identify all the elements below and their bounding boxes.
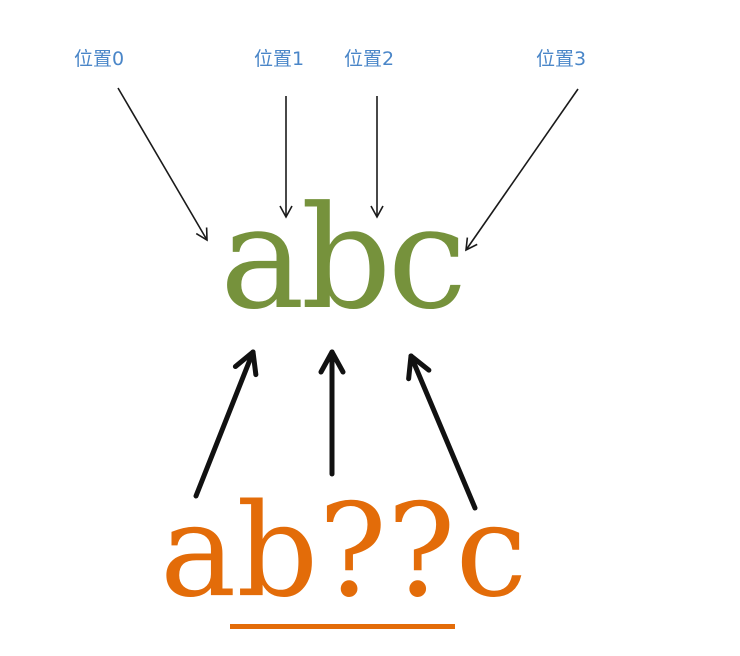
position-label-3: 位置3 (536, 48, 587, 70)
original-string: abc (220, 176, 467, 341)
thick-arrow-icon (193, 349, 259, 499)
expanded-string: ab??c (160, 477, 528, 626)
arrow-icon (117, 87, 208, 242)
position-label-2: 位置2 (344, 48, 395, 70)
underline-bar (230, 624, 455, 629)
position-label-0: 位置0 (74, 48, 125, 70)
position-label-1: 位置1 (254, 48, 305, 70)
thick-arrow-icon (406, 353, 478, 511)
arrow-icon (465, 88, 579, 252)
